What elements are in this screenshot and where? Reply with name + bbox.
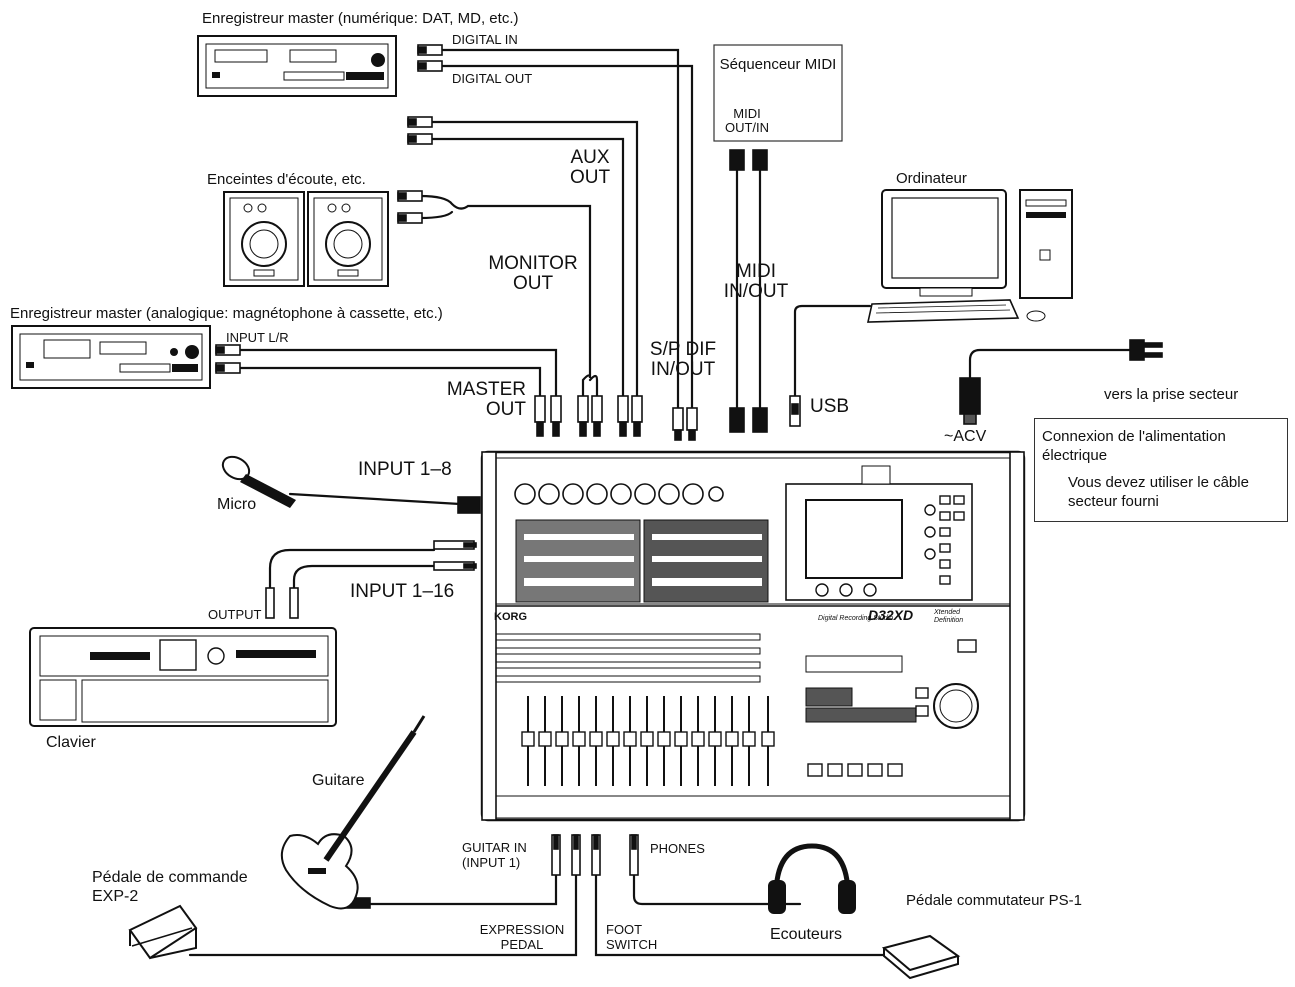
digital-recorder	[197, 35, 397, 97]
computer	[866, 189, 1073, 323]
device-brand: KORG	[494, 611, 527, 623]
label-midi-out-in: MIDI OUT/IN	[724, 106, 770, 135]
label-master-analog: Enregistreur master (analogique: magnéto…	[10, 305, 443, 322]
label-output: OUTPUT	[208, 607, 262, 622]
cable-master-r	[238, 366, 542, 400]
d32xd-recorder	[480, 450, 1026, 822]
cable-expression	[188, 868, 578, 957]
sequencer-box	[713, 44, 843, 142]
label-clavier: Clavier	[46, 734, 96, 751]
foot-switch-pedal	[881, 934, 961, 980]
device-suffix-1: Xtended	[933, 609, 961, 616]
cable-digital-in	[440, 48, 680, 412]
label-acv: ~ACV	[944, 428, 987, 445]
power-note: Vous devez utiliser le câble secteur fou…	[1068, 474, 1249, 510]
label-micro: Micro	[217, 496, 257, 513]
cable-footswitch	[594, 868, 886, 957]
cable-master-l	[238, 348, 558, 400]
headphones	[768, 843, 856, 914]
cable-kbd-2	[292, 564, 436, 592]
power-note-box: Connexion de l'alimentation électrique V…	[1034, 418, 1288, 522]
keyboard	[29, 627, 337, 727]
label-midi-in-out: MIDI IN/OUT	[723, 261, 789, 302]
cable-power	[968, 348, 1134, 382]
label-master-digital: Enregistreur master (numérique: DAT, MD,…	[202, 10, 519, 27]
microphone	[221, 455, 296, 508]
label-aux-out: AUX OUT	[569, 147, 611, 188]
label-usb: USB	[810, 396, 850, 417]
label-master-out: MASTER OUT	[446, 379, 526, 420]
device-suffix-2: Definition	[934, 617, 963, 624]
power-title: Connexion de l'alimentation électrique	[1042, 428, 1226, 464]
label-digital-in: DIGITAL IN	[452, 32, 518, 47]
cables	[188, 48, 1134, 957]
label-guitare: Guitare	[312, 772, 365, 789]
cable-aux-out-1	[430, 120, 639, 400]
plugs	[215, 44, 1163, 909]
label-guitar-in: GUITAR IN (INPUT 1)	[462, 840, 527, 870]
label-sequencer: Séquenceur MIDI	[719, 56, 837, 73]
cable-aux-out-2	[430, 137, 625, 400]
label-ps1: Pédale commutateur PS-1	[906, 892, 1082, 909]
cable-kbd-1	[268, 548, 436, 592]
guitar	[280, 715, 426, 910]
label-input-lr: INPUT L/R	[226, 330, 289, 345]
label-monitor-speakers: Enceintes d'écoute, etc.	[207, 171, 366, 188]
cable-monitor-out-r	[418, 210, 454, 220]
monitor-speakers	[223, 191, 389, 287]
cable-guitar	[338, 868, 558, 906]
device-series: Digital Recording Studio	[818, 615, 893, 622]
cable-usb	[793, 304, 872, 398]
label-sp-dif: S/P DIF IN/OUT	[649, 339, 717, 380]
label-exp-pedal: Pédale de commande EXP-2	[92, 869, 248, 905]
label-foot-switch: FOOT SWITCH	[606, 922, 658, 952]
analog-recorder	[11, 325, 211, 389]
expression-pedal	[128, 904, 198, 960]
label-input-1-16: INPUT 1–16	[350, 581, 455, 602]
cable-monitor-out	[418, 194, 592, 400]
label-monitor-out: MONITOR OUT	[488, 253, 578, 294]
cable-mic	[288, 492, 462, 506]
label-expression-pedal: EXPRESSION PEDAL	[479, 922, 565, 952]
cable-digital-out	[440, 64, 694, 412]
label-computer: Ordinateur	[896, 170, 967, 187]
cable-phones	[632, 868, 802, 906]
device-model: D32XD	[868, 607, 913, 623]
label-ecouteurs: Ecouteurs	[770, 926, 843, 943]
label-mains: vers la prise secteur	[1104, 386, 1239, 403]
label-digital-out: DIGITAL OUT	[452, 71, 533, 86]
label-phones: PHONES	[650, 841, 705, 856]
label-input-1-8: INPUT 1–8	[358, 459, 452, 480]
